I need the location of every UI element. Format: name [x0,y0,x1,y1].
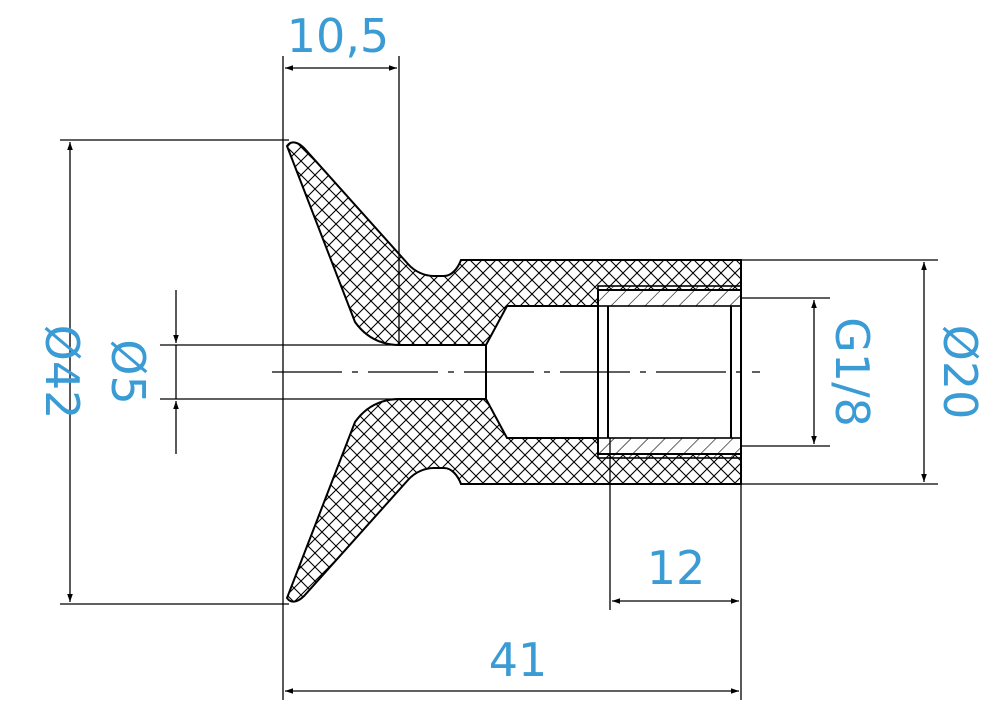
dim-top-width-label: 10,5 [287,9,389,63]
part-section-lower [285,398,742,603]
thread-band-upper [597,285,742,307]
dim-body-diameter-label: Ø20 [933,325,987,420]
dim-bore-diameter-label: Ø5 [101,339,155,404]
dim-overall-length-label: 41 [489,633,548,687]
part-section-upper [285,141,742,346]
dim-thread-label: G1/8 [825,317,879,427]
dim-outer-diameter-label: Ø42 [35,325,89,420]
thread-band-lower [597,437,742,459]
dim-thread-length-label: 12 [647,541,706,595]
